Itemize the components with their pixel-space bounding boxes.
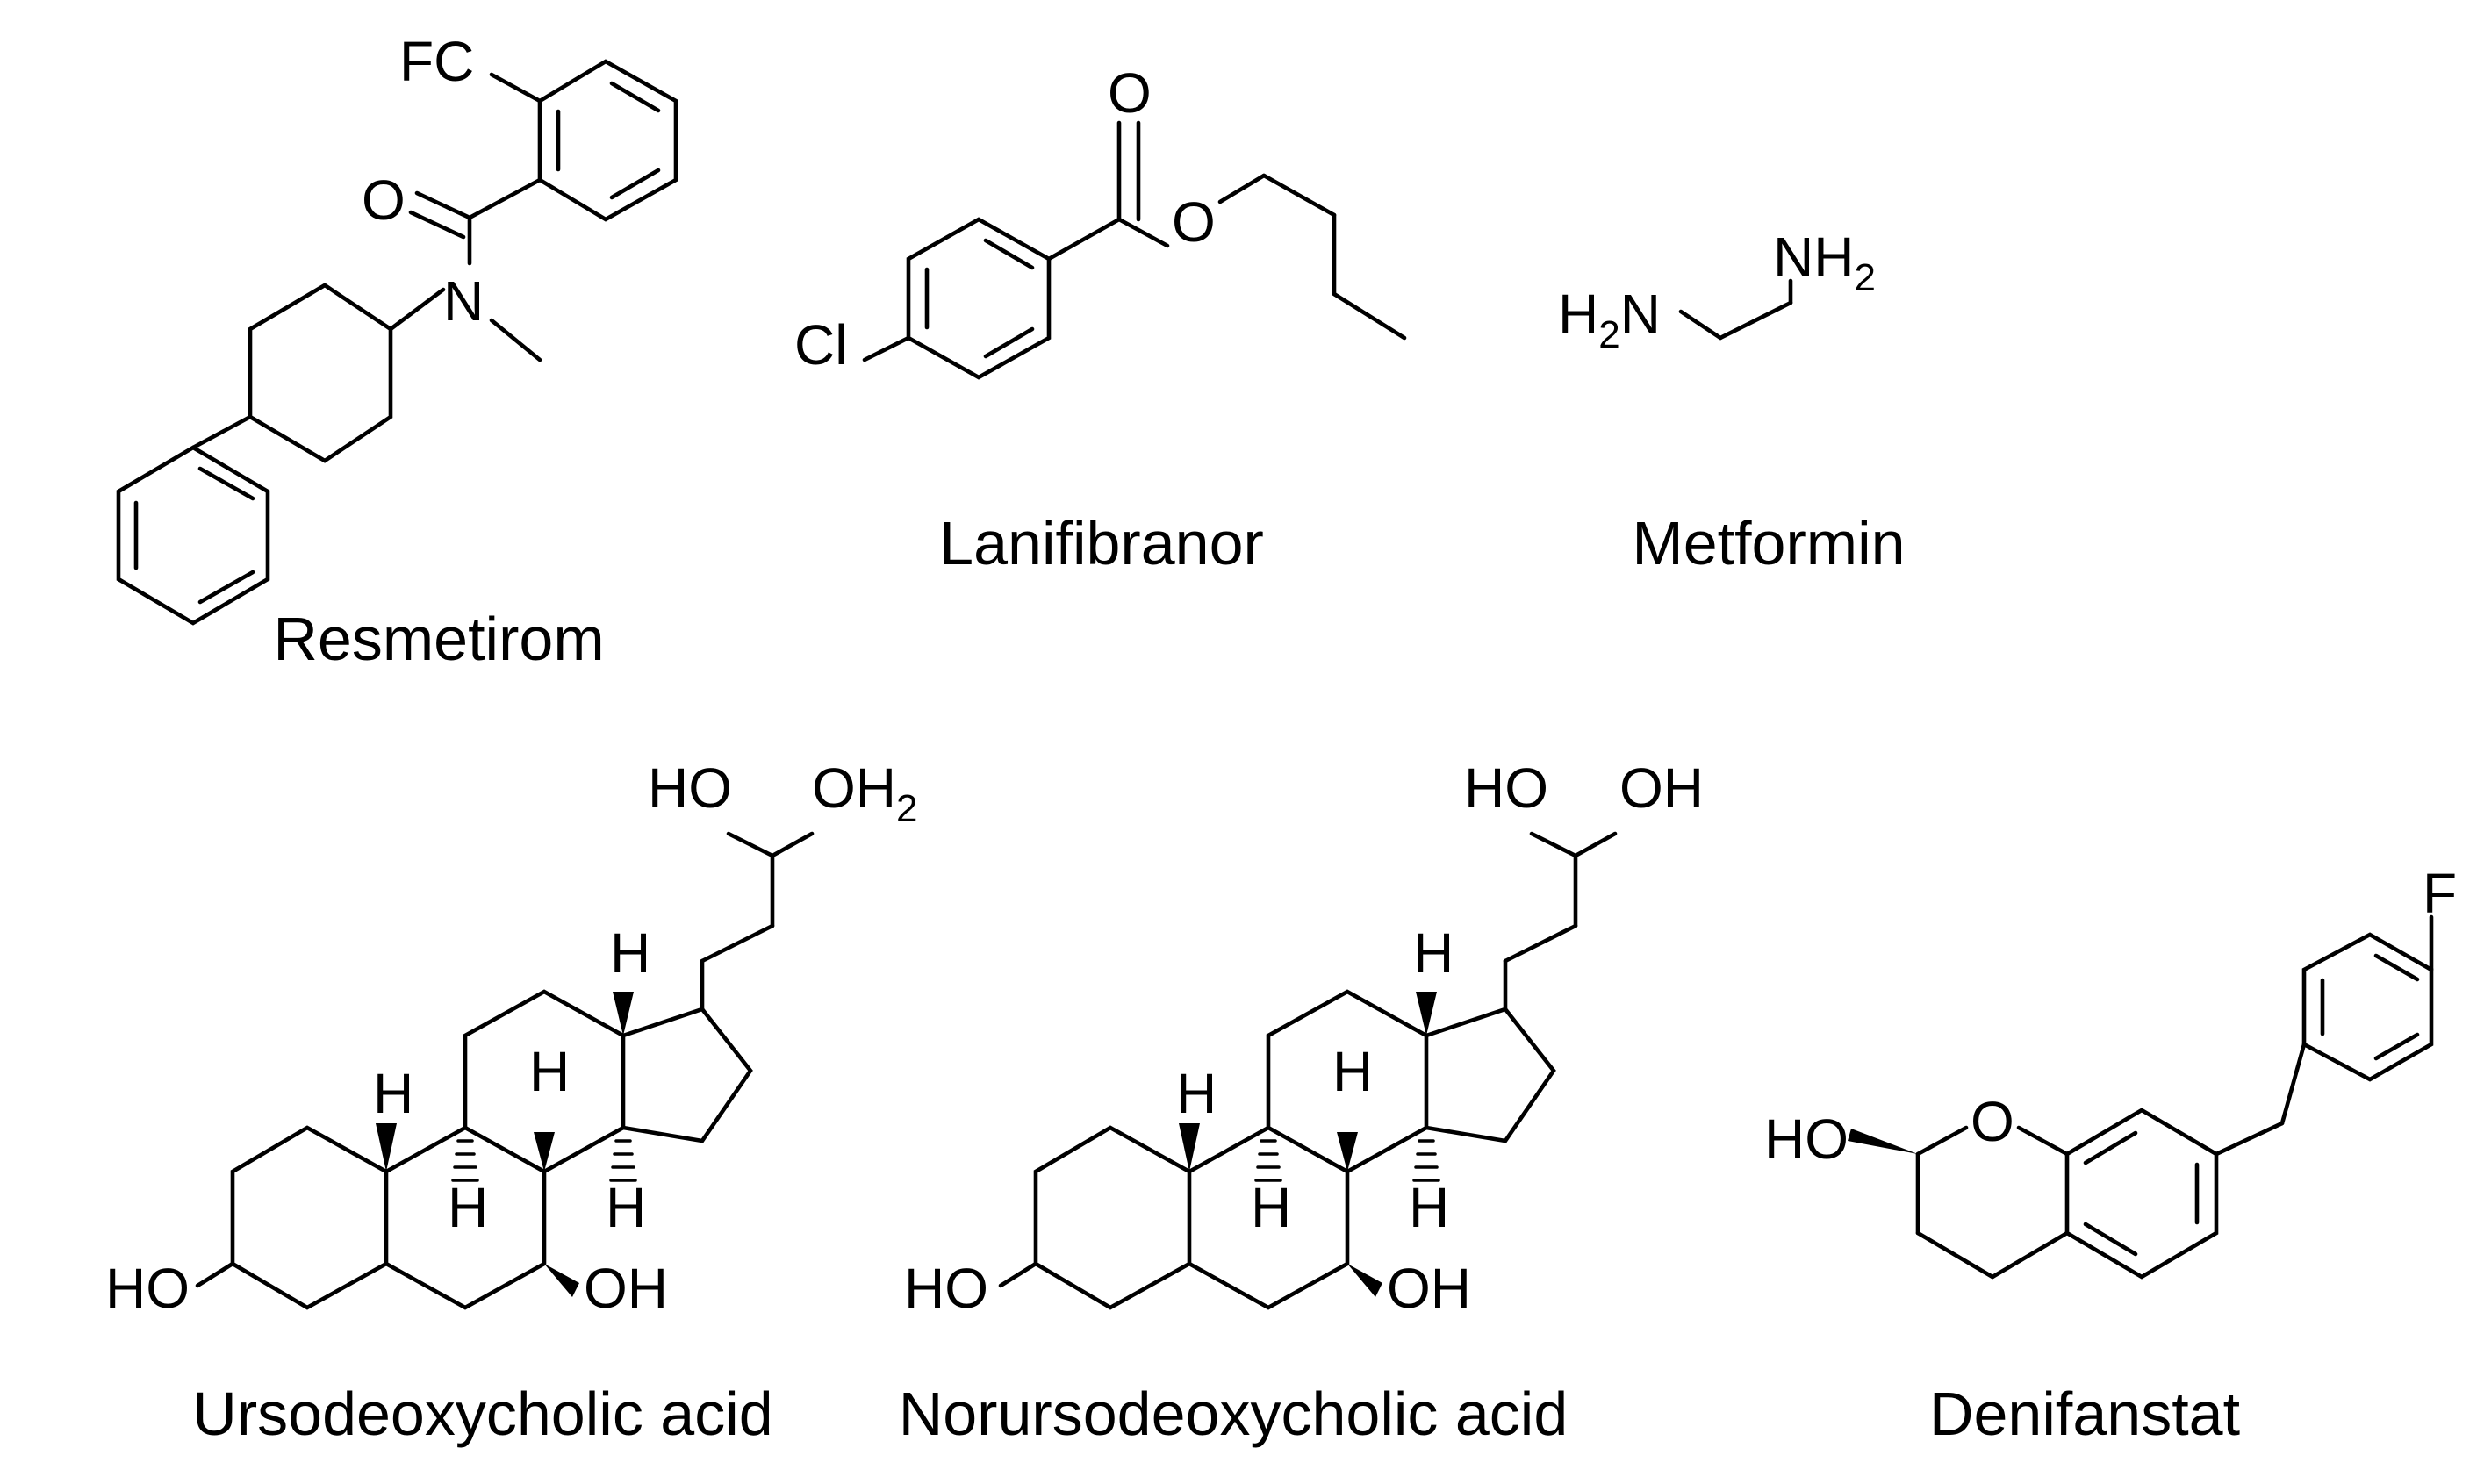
molecule-name-denifanstat: Denifanstat (1929, 1380, 2240, 1448)
oh-top-label: OH (1619, 756, 1704, 820)
chlorine-atom-label: Cl (794, 313, 847, 376)
denifanstat-structure: F O HO Denifanstat (1764, 862, 2457, 1448)
h-label: H (610, 921, 650, 985)
h-label: H (1251, 1176, 1291, 1239)
h-label: H (373, 1062, 413, 1125)
molecule-name-norursodeoxycholic-acid: Norursodeoxycholic acid (899, 1380, 1569, 1448)
ho-left-label: HO (105, 1257, 190, 1320)
h-label: H (1332, 1040, 1373, 1103)
ho-label: HO (1764, 1108, 1849, 1171)
molecule-name-lanifibranor: Lanifibranor (939, 509, 1264, 577)
ursodeoxycholic-acid-structure: HO OH2 HO OH H H H H H Ursodeoxycholic a… (105, 756, 917, 1448)
fluorine-atom-label: F (2423, 862, 2457, 925)
metformin-structure: NH2 H2N Metformin (1558, 226, 1906, 577)
h-label: H (1176, 1062, 1217, 1125)
h2n-left-label: H2N (1558, 283, 1661, 356)
nh2-right-label: NH2 (1773, 226, 1876, 299)
norursodeoxycholic-acid-structure: HO OH HO OH H H H H H Norursodeoxycholic… (899, 756, 1704, 1448)
molecule-name-metformin: Metformin (1632, 509, 1905, 577)
ho-left-label: HO (904, 1257, 988, 1320)
ester-oxygen-label: O (1172, 190, 1216, 254)
oh-bottom-label: OH (1387, 1257, 1471, 1320)
h-label: H (606, 1176, 646, 1239)
resmetirom-structure: FC O N Resmetirom (116, 30, 678, 673)
ring-oxygen-label: O (1971, 1090, 2014, 1153)
ho-top-label: HO (648, 756, 732, 820)
oh-bottom-label: OH (584, 1257, 668, 1320)
h-label: H (529, 1040, 570, 1103)
fc-atom-label: FC (399, 30, 474, 93)
oxygen-atom-label: O (362, 168, 406, 232)
h-label: H (448, 1176, 488, 1239)
molecule-name-ursodeoxycholic-acid: Ursodeoxycholic acid (192, 1380, 772, 1448)
carbonyl-oxygen-label: O (1108, 61, 1152, 125)
lanifibranor-structure: O O Cl Lanifibranor (794, 61, 1407, 577)
ho-top-label: HO (1464, 756, 1548, 820)
h-label: H (1413, 921, 1454, 985)
nitrogen-atom-label: N (443, 269, 484, 333)
h-label: H (1409, 1176, 1449, 1239)
oh2-top-label: OH2 (812, 756, 917, 830)
molecule-name-resmetirom: Resmetirom (273, 605, 604, 673)
